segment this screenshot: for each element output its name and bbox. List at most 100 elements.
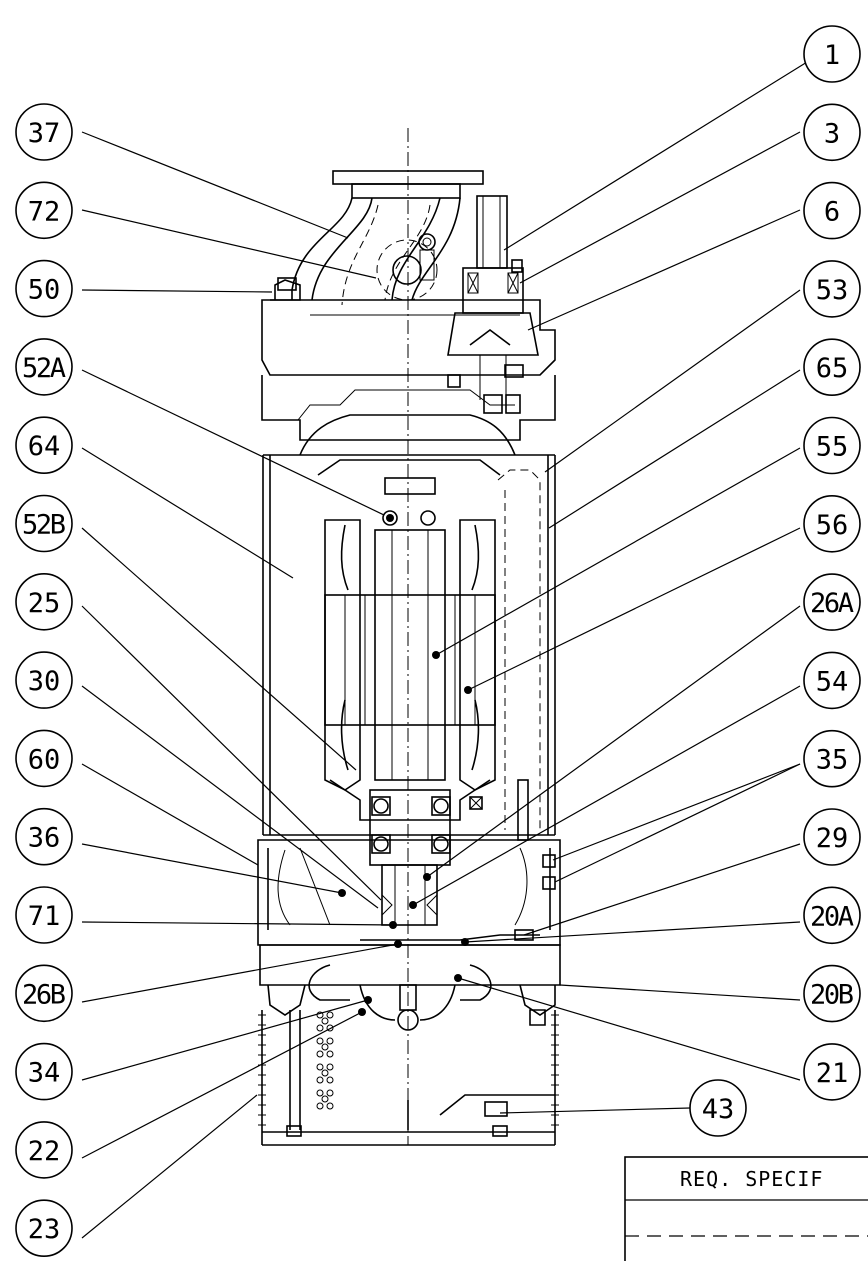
balloon-circle	[803, 416, 861, 475]
balloon-label: 52B	[22, 510, 66, 541]
balloon-label: 26B	[22, 979, 66, 1010]
callout-balloon: 34	[15, 1042, 73, 1101]
callout-balloon-43: 43	[689, 1079, 747, 1137]
callout-balloon: 26A	[803, 573, 861, 631]
balloon-circle	[15, 1042, 73, 1101]
balloon-circle	[15, 572, 73, 631]
balloon-circle	[803, 494, 861, 553]
balloon-circle	[15, 494, 73, 553]
callout-balloon: 55	[803, 416, 861, 475]
strainer-stand	[258, 1010, 559, 1146]
callout-balloon: 29	[803, 808, 861, 866]
balloon-circle	[803, 338, 861, 397]
balloon-label: 22	[28, 1136, 61, 1167]
balloon-circle	[803, 886, 861, 945]
balloon-circle	[689, 1079, 747, 1137]
balloon-label: 6	[824, 197, 840, 228]
balloon-label: 43	[702, 1094, 735, 1125]
balloon-label: 53	[816, 275, 849, 306]
callout-balloon: 56	[803, 494, 861, 553]
balloon-label: 50	[28, 275, 61, 306]
balloon-circle	[15, 338, 73, 396]
balloon-label: 21	[816, 1058, 849, 1089]
balloon-label: 72	[28, 196, 61, 227]
balloon-circle	[803, 651, 861, 710]
balloon-label: 20A	[810, 901, 854, 932]
callout-balloon: 52A	[15, 338, 73, 396]
balloon-circle	[15, 181, 73, 240]
balloon-label: 34	[28, 1058, 61, 1089]
balloon-label: 37	[28, 118, 61, 149]
callout-balloon: 37	[15, 103, 73, 161]
callout-balloon: 72	[15, 181, 73, 240]
spec-table-border	[624, 1156, 868, 1261]
balloon-circle	[15, 964, 73, 1023]
cable-entry	[447, 195, 539, 414]
balloon-circle	[803, 964, 861, 1023]
callout-balloons-right: 1 3 6 53 65 55 56 26A 54 35 29 20A 20B 21	[803, 25, 861, 1101]
callout-balloon: 52B	[15, 494, 73, 553]
callout-balloon: 60	[15, 729, 73, 788]
oil-chamber	[257, 839, 561, 948]
balloon-circle	[15, 416, 73, 475]
callout-balloon: 64	[15, 416, 73, 475]
balloon-circle	[803, 25, 861, 83]
callout-balloon: 20A	[803, 886, 861, 945]
balloon-circle	[15, 886, 73, 944]
callout-balloon: 23	[15, 1199, 73, 1257]
balloon-label: 54	[816, 666, 849, 697]
balloon-label: 1	[824, 40, 840, 71]
strainer-holes	[316, 1011, 334, 1110]
balloon-label: 52A	[22, 353, 66, 384]
callout-balloon: 3	[803, 103, 861, 162]
balloon-label: 29	[816, 823, 849, 854]
spec-table-header: REQ. SPECIF	[680, 1167, 823, 1191]
balloon-label: 35	[816, 745, 849, 776]
lower-bearing-housing	[329, 779, 529, 866]
callout-balloon: 20B	[803, 964, 861, 1023]
balloon-circle	[803, 573, 861, 631]
balloon-circle	[803, 260, 861, 318]
balloon-circle	[803, 729, 861, 788]
callout-balloon: 6	[803, 181, 861, 240]
balloon-label: 56	[816, 510, 849, 541]
balloon-circle	[803, 1043, 861, 1101]
balloon-circle	[15, 807, 73, 866]
balloon-circle	[803, 181, 861, 240]
callout-balloon: 1	[803, 25, 861, 83]
balloon-label: 25	[28, 588, 61, 619]
callout-balloon: 53	[803, 260, 861, 318]
spec-table: REQ. SPECIF	[624, 1156, 868, 1261]
balloon-label: 20B	[810, 980, 854, 1011]
balloon-label: 65	[816, 353, 849, 384]
balloon-label: 3	[824, 118, 840, 149]
balloon-circle	[803, 808, 861, 866]
callout-balloon: 50	[15, 259, 73, 318]
callout-balloon: 71	[15, 886, 73, 944]
pump-assembly	[257, 128, 561, 1146]
balloon-label: 55	[816, 432, 849, 463]
balloon-circle	[15, 729, 73, 788]
motor-top-cover	[261, 277, 556, 441]
callout-balloon: 21	[803, 1043, 861, 1101]
callout-balloon: 22	[15, 1121, 73, 1179]
balloon-circle	[15, 1199, 73, 1257]
balloon-circle	[15, 103, 73, 161]
callout-balloon: 36	[15, 807, 73, 866]
balloon-label: 60	[28, 744, 61, 775]
balloon-circle	[803, 103, 861, 162]
callout-balloon: 26B	[15, 964, 73, 1023]
balloon-label: 26A	[810, 588, 854, 619]
strainer-ticks	[258, 1014, 559, 1126]
callout-balloon: 25	[15, 572, 73, 631]
motor-frame	[262, 414, 556, 836]
callout-balloon: 35	[803, 729, 861, 788]
balloon-circle	[15, 259, 73, 318]
discharge-elbow	[291, 170, 484, 306]
balloon-label: 23	[28, 1214, 61, 1245]
leader-lines	[81, 53, 821, 1239]
callout-balloon: 54	[803, 651, 861, 710]
balloon-circle	[15, 1121, 73, 1179]
